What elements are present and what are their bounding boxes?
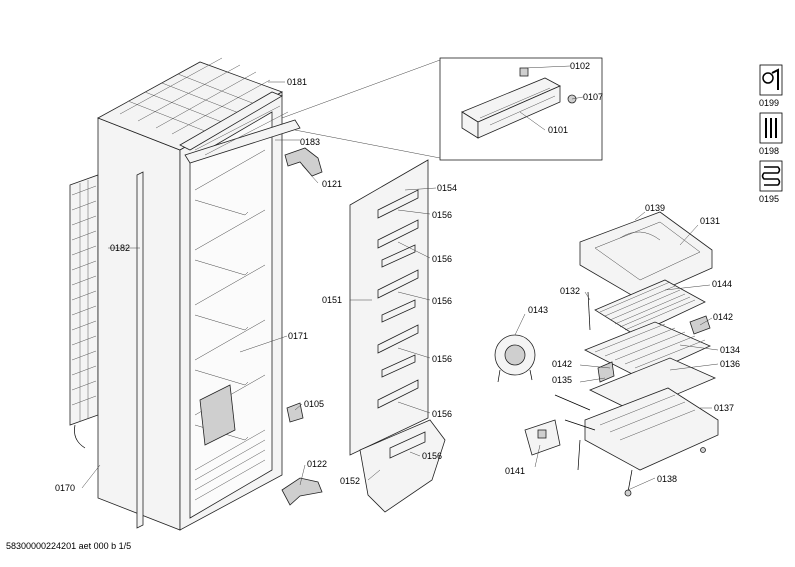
label-0144: 0144: [712, 279, 732, 289]
bottom-hinge: [281, 477, 323, 506]
label-0195: 0195: [759, 194, 779, 204]
label-0139: 0139: [645, 203, 665, 213]
label-0154: 0154: [437, 183, 457, 193]
label-0132: 0132: [560, 286, 580, 296]
label-0156-b: 0156: [432, 254, 452, 264]
label-0141: 0141: [505, 466, 525, 476]
label-0134: 0134: [720, 345, 740, 355]
screwdriver-icon: [759, 112, 783, 144]
label-0136: 0136: [720, 359, 740, 369]
heater-coil-icon: [759, 160, 783, 192]
label-0151: 0151: [322, 295, 342, 305]
label-0107: 0107: [583, 92, 603, 102]
label-0198: 0198: [759, 146, 779, 156]
cabinet-body: [97, 57, 283, 531]
label-0156-a: 0156: [432, 210, 452, 220]
label-0142-b: 0142: [552, 359, 572, 369]
top-hinge: [284, 147, 323, 177]
top-cover: [179, 91, 301, 164]
evaporator-assembly: [494, 211, 719, 497]
label-0156-e: 0156: [432, 409, 452, 419]
label-0142-a: 0142: [713, 312, 733, 322]
label-0135: 0135: [552, 375, 572, 385]
label-0102: 0102: [570, 61, 590, 71]
document-id: 58300000224201 aet 000 b 1/5: [6, 541, 132, 551]
label-0171: 0171: [288, 331, 308, 341]
condenser-coil: [69, 174, 99, 449]
label-0156-d: 0156: [432, 354, 452, 364]
label-0156-f: 0156: [422, 451, 442, 461]
label-0143: 0143: [528, 305, 548, 315]
label-0121: 0121: [322, 179, 342, 189]
label-0137: 0137: [714, 403, 734, 413]
label-0152: 0152: [340, 476, 360, 486]
part-labels: 0102 0107 0101 0181 0183 0121 0182 0154 …: [55, 61, 779, 493]
label-0199: 0199: [759, 98, 779, 108]
door-liner-panel: [349, 159, 446, 513]
label-0170: 0170: [55, 483, 75, 493]
label-0105: 0105: [304, 399, 324, 409]
leader-lines: [81, 65, 719, 491]
label-0122: 0122: [307, 459, 327, 469]
detail-inset: [281, 57, 603, 161]
label-0182: 0182: [110, 243, 130, 253]
bracket: [286, 402, 304, 423]
label-0181: 0181: [287, 77, 307, 87]
label-0138: 0138: [657, 474, 677, 484]
wrench-icon: [759, 64, 783, 96]
label-0101: 0101: [548, 125, 568, 135]
label-0183: 0183: [300, 137, 320, 147]
label-0131: 0131: [700, 216, 720, 226]
label-0156-c: 0156: [432, 296, 452, 306]
